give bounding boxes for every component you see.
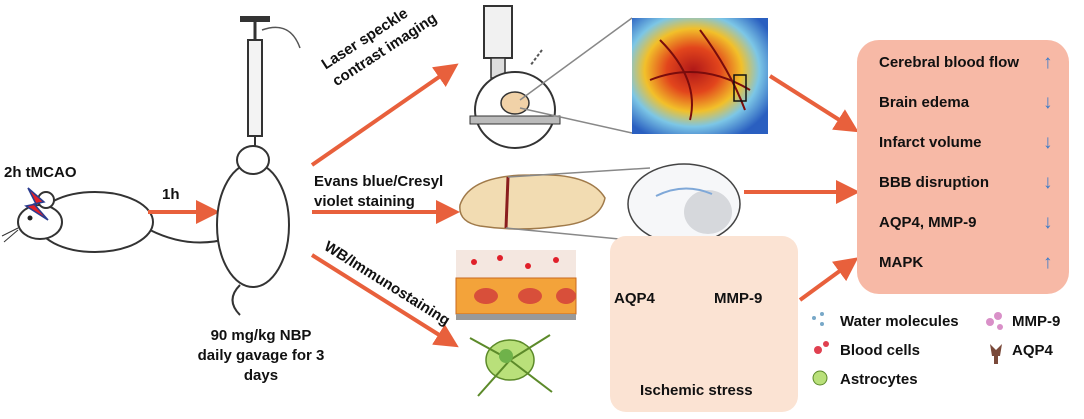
stain-line-2: violet staining <box>314 193 415 210</box>
down-arrow-icon: ↓ <box>1043 172 1053 193</box>
outcomes-panel: Cerebral blood flow ↑ Brain edema ↓ Infarct … <box>857 40 1069 294</box>
legend-aqp4: AQP4 <box>1012 342 1053 359</box>
stain-line-1: Evans blue/Cresyl <box>314 173 444 190</box>
lightning-icon <box>24 187 49 221</box>
arrow-to-outcomes-3 <box>798 257 859 302</box>
rat-icon <box>1 191 231 253</box>
legend-mmp9: MMP-9 <box>1012 313 1061 330</box>
arrow-wb <box>310 253 459 348</box>
down-arrow-icon: ↓ <box>1043 92 1053 113</box>
blood-flow-map-image <box>632 18 768 134</box>
outcome-row: AQP4, MMP-9 <box>879 214 977 231</box>
dose-line-2: daily gavage for 3 <box>197 347 325 364</box>
arrow-laser <box>310 63 459 167</box>
astrocyte-icon <box>469 334 553 397</box>
laser-setup-icon <box>469 5 561 149</box>
model-label: 2h tMCAO <box>4 164 77 181</box>
up-arrow-icon: ↑ <box>1043 252 1053 273</box>
dose-line-3: days <box>243 367 279 384</box>
up-arrow-icon: ↑ <box>1043 52 1053 73</box>
syringe-icon <box>240 16 301 150</box>
outcome-row: Cerebral blood flow <box>879 54 1020 71</box>
legend-water: Water molecules <box>840 313 959 330</box>
ischemic-stress-label: Ischemic stress <box>640 382 753 399</box>
dose-line-1: 90 mg/kg NBP <box>210 327 312 344</box>
dose-label: 90 mg/kg NBP daily gavage for 3 days <box>186 326 336 386</box>
outcome-row: MAPK <box>879 254 924 271</box>
legend-blood: Blood cells <box>840 342 921 359</box>
outcome-row: Brain edema <box>879 94 970 111</box>
delay-label: 1h <box>162 186 180 203</box>
mmp9-label: MMP-9 <box>714 290 763 307</box>
stain-method-label: Evans blue/Cresyl violet staining <box>314 172 443 212</box>
legend-icons <box>812 312 1003 386</box>
down-arrow-icon: ↓ <box>1043 132 1053 153</box>
upright-rat-icon <box>216 145 290 316</box>
brain-coronal-icon <box>627 163 741 245</box>
aqp4-label: AQP4 <box>614 290 655 307</box>
bbb-illustration <box>455 250 577 320</box>
outcome-row: Infarct volume <box>879 134 982 151</box>
brain-sagittal-icon <box>459 173 606 230</box>
legend-astrocytes: Astrocytes <box>840 371 918 388</box>
ischemic-stress-panel <box>610 236 798 412</box>
arrow-to-outcomes-1 <box>768 74 859 133</box>
down-arrow-icon: ↓ <box>1043 212 1053 233</box>
outcome-row: BBB disruption <box>879 174 989 191</box>
